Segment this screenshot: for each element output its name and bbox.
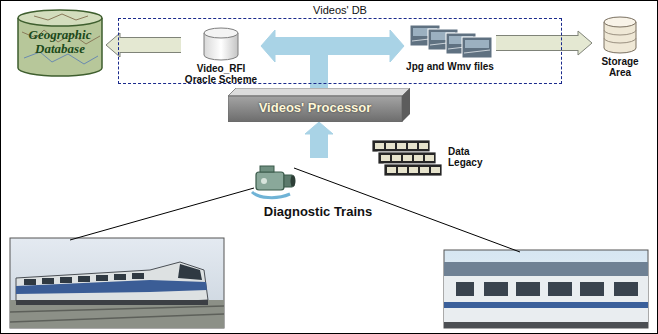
- arrow-head: [390, 30, 404, 62]
- flow-arrow: [496, 31, 592, 55]
- train-photo: [10, 238, 224, 328]
- carriage-photo: [444, 250, 648, 328]
- node-label: Videos' DB: [309, 3, 371, 17]
- arrow-head: [578, 31, 592, 55]
- tee-arrow: [319, 30, 404, 88]
- node-label: Diagnostic Trains: [262, 204, 374, 219]
- node-label: Storage Area: [593, 56, 647, 78]
- processor-box: Videos' Processor: [228, 88, 410, 122]
- node-label: Geographic Database: [20, 28, 100, 56]
- arrow-body: [319, 46, 392, 88]
- film-strips: Data Legacy: [372, 138, 502, 180]
- arrow-body: [311, 132, 327, 158]
- node-label: Videos' Processor: [230, 100, 408, 116]
- node-label: Jpg and Wmv files: [406, 61, 494, 72]
- dashed-group: Videos' DBVideo_RFI Oracle SchemeJpg and…: [118, 18, 562, 84]
- camera-leader-line: [70, 168, 520, 252]
- arrow-body: [496, 36, 580, 50]
- node-label: Video_RFI Oracle Scheme: [183, 63, 259, 85]
- arrow-head: [261, 30, 275, 62]
- map-database: Geographic Database: [14, 8, 106, 78]
- arrow-body: [118, 38, 181, 52]
- shots-shape: [404, 21, 496, 83]
- node-label: Data Legacy: [448, 146, 500, 168]
- camera-node: Diagnostic Trains: [240, 158, 396, 224]
- image-files: Jpg and Wmv files: [404, 21, 496, 83]
- storage-cylinder: Storage Area: [592, 14, 648, 84]
- up-arrow: [305, 122, 333, 158]
- database-cylinder: Video_RFI Oracle Scheme: [181, 23, 261, 87]
- film-shape: [372, 138, 502, 180]
